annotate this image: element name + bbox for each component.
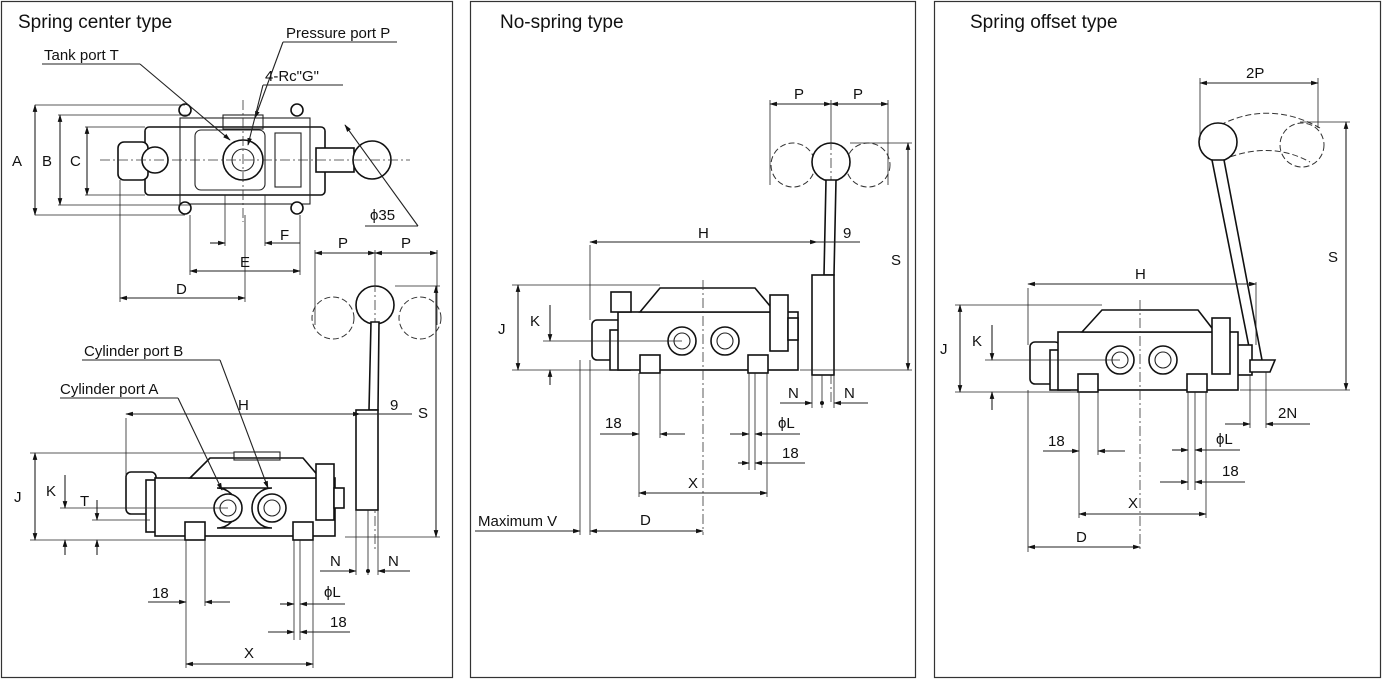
dim-P-right: P [853, 86, 863, 103]
dim-F: F [280, 227, 289, 244]
dim-S: S [1328, 249, 1338, 266]
panel-title: No-spring type [500, 12, 624, 33]
dim-A: A [12, 153, 22, 170]
dim-D: D [1076, 529, 1087, 546]
side-view [591, 140, 891, 535]
dim-18-left: 18 [605, 415, 622, 432]
dim-B: B [42, 153, 52, 170]
dim-P-right: P [401, 235, 411, 252]
dim-J: J [940, 341, 948, 358]
dim-phiL: ϕL [1216, 431, 1233, 448]
dim-N-right: N [388, 553, 399, 570]
dim-T: T [80, 493, 89, 510]
panel-no-spring: No-spring type P [475, 12, 912, 535]
dim-D: D [640, 512, 651, 529]
dim-X: X [1128, 495, 1138, 512]
dim-H: H [1135, 266, 1146, 283]
label-cylinder-port-b: Cylinder port B [84, 343, 183, 360]
dim-P-left: P [338, 235, 348, 252]
dim-18-right: 18 [782, 445, 799, 462]
dim-N-right: N [844, 385, 855, 402]
label-tank-port: Tank port T [44, 47, 119, 64]
panel-title: Spring offset type [970, 12, 1118, 33]
dim-K: K [46, 483, 56, 500]
panel-spring-offset: Spring offset type 2P [940, 12, 1350, 552]
dim-phiL: ϕL [778, 415, 795, 432]
label-pressure-port: Pressure port P [286, 25, 390, 42]
panel-frame-spring-offset [933, 0, 1382, 679]
dim-18-left: 18 [152, 585, 169, 602]
dim-S: S [418, 405, 428, 422]
label-port-spec: 4-Rc"G" [265, 68, 319, 85]
label-dia35: ϕ35 [370, 207, 395, 224]
dim-N-left: N [788, 385, 799, 402]
dim-H: H [698, 225, 709, 242]
dim-S: S [891, 252, 901, 269]
side-view [1029, 112, 1325, 552]
dim-J: J [14, 489, 22, 506]
dim-J: J [498, 321, 506, 338]
label-maximum-v: Maximum V [478, 513, 557, 530]
dim-18-right: 18 [1222, 463, 1239, 480]
panel-frame-no-spring [469, 0, 917, 679]
dim-18-right: 18 [330, 614, 347, 631]
top-view [100, 100, 410, 222]
dim-2P: 2P [1246, 65, 1264, 82]
dim-D: D [176, 281, 187, 298]
dim-K: K [972, 333, 982, 350]
dim-H: H [238, 397, 249, 414]
dim-2N: 2N [1278, 405, 1297, 422]
dim-E: E [240, 254, 250, 271]
dim-18-left: 18 [1048, 433, 1065, 450]
panel-spring-center: Spring center type A [12, 12, 442, 668]
side-view [125, 282, 442, 550]
dim-K: K [530, 313, 540, 330]
panel-title: Spring center type [18, 12, 172, 33]
dim-N-left: N [330, 553, 341, 570]
dim-X: X [688, 475, 698, 492]
dim-9: 9 [843, 225, 851, 242]
dim-P-left: P [794, 86, 804, 103]
panel-frame-spring-center [0, 0, 454, 679]
dim-C: C [70, 153, 81, 170]
dim-phiL: ϕL [324, 584, 341, 601]
dim-X: X [244, 645, 254, 662]
dim-9: 9 [390, 397, 398, 414]
label-cylinder-port-a: Cylinder port A [60, 381, 158, 398]
